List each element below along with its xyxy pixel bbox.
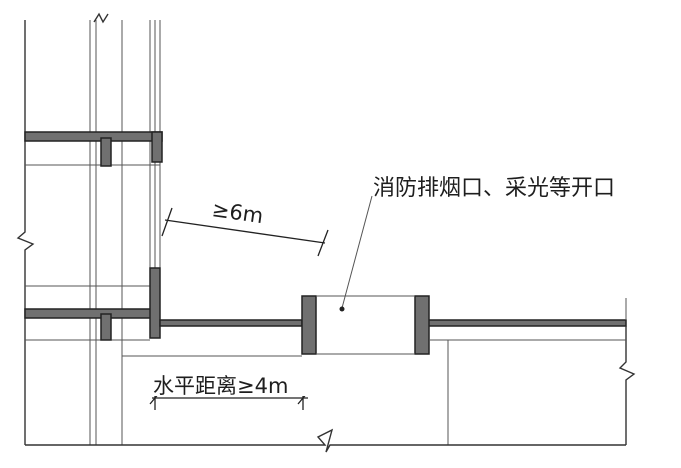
left-wall-line	[16, 20, 35, 445]
upper-slab-beam	[24, 131, 163, 142]
ground-line	[25, 428, 626, 453]
diagonal-dimension-line	[164, 219, 326, 244]
tower-edge-column	[149, 267, 161, 339]
opening-right-wall	[414, 295, 430, 355]
lower-slab	[24, 267, 161, 341]
lower-slab-column	[100, 313, 112, 341]
top-break-symbol	[93, 12, 109, 24]
horizontal-dimension: 水平距离≥4m	[149, 370, 310, 410]
opening-leader-dot	[339, 306, 345, 312]
podium	[25, 295, 636, 453]
diagonal-tick-left	[161, 207, 173, 237]
lower-slab-beam	[24, 308, 156, 319]
upper-slab-column	[100, 137, 112, 167]
left-tower	[16, 12, 161, 445]
opening-label: 消防排烟口、采光等开口	[373, 176, 615, 201]
opening-leader-line	[341, 195, 373, 309]
diagonal-dimension: ≥6m	[161, 197, 329, 257]
diagonal-distance-label: ≥6m	[210, 197, 264, 228]
opening-left-wall	[301, 295, 317, 355]
upper-slab	[24, 131, 163, 167]
upper-slab-parapet	[151, 131, 163, 163]
horizontal-label-bg	[150, 370, 310, 396]
podium-roof-left	[159, 319, 303, 327]
opening-callout: 消防排烟口、采光等开口	[339, 176, 615, 312]
horizontal-distance-label: 水平距离≥4m	[153, 374, 288, 398]
diagonal-tick-right	[317, 229, 329, 257]
podium-right-wall	[618, 326, 636, 445]
podium-roof-right	[427, 319, 627, 327]
